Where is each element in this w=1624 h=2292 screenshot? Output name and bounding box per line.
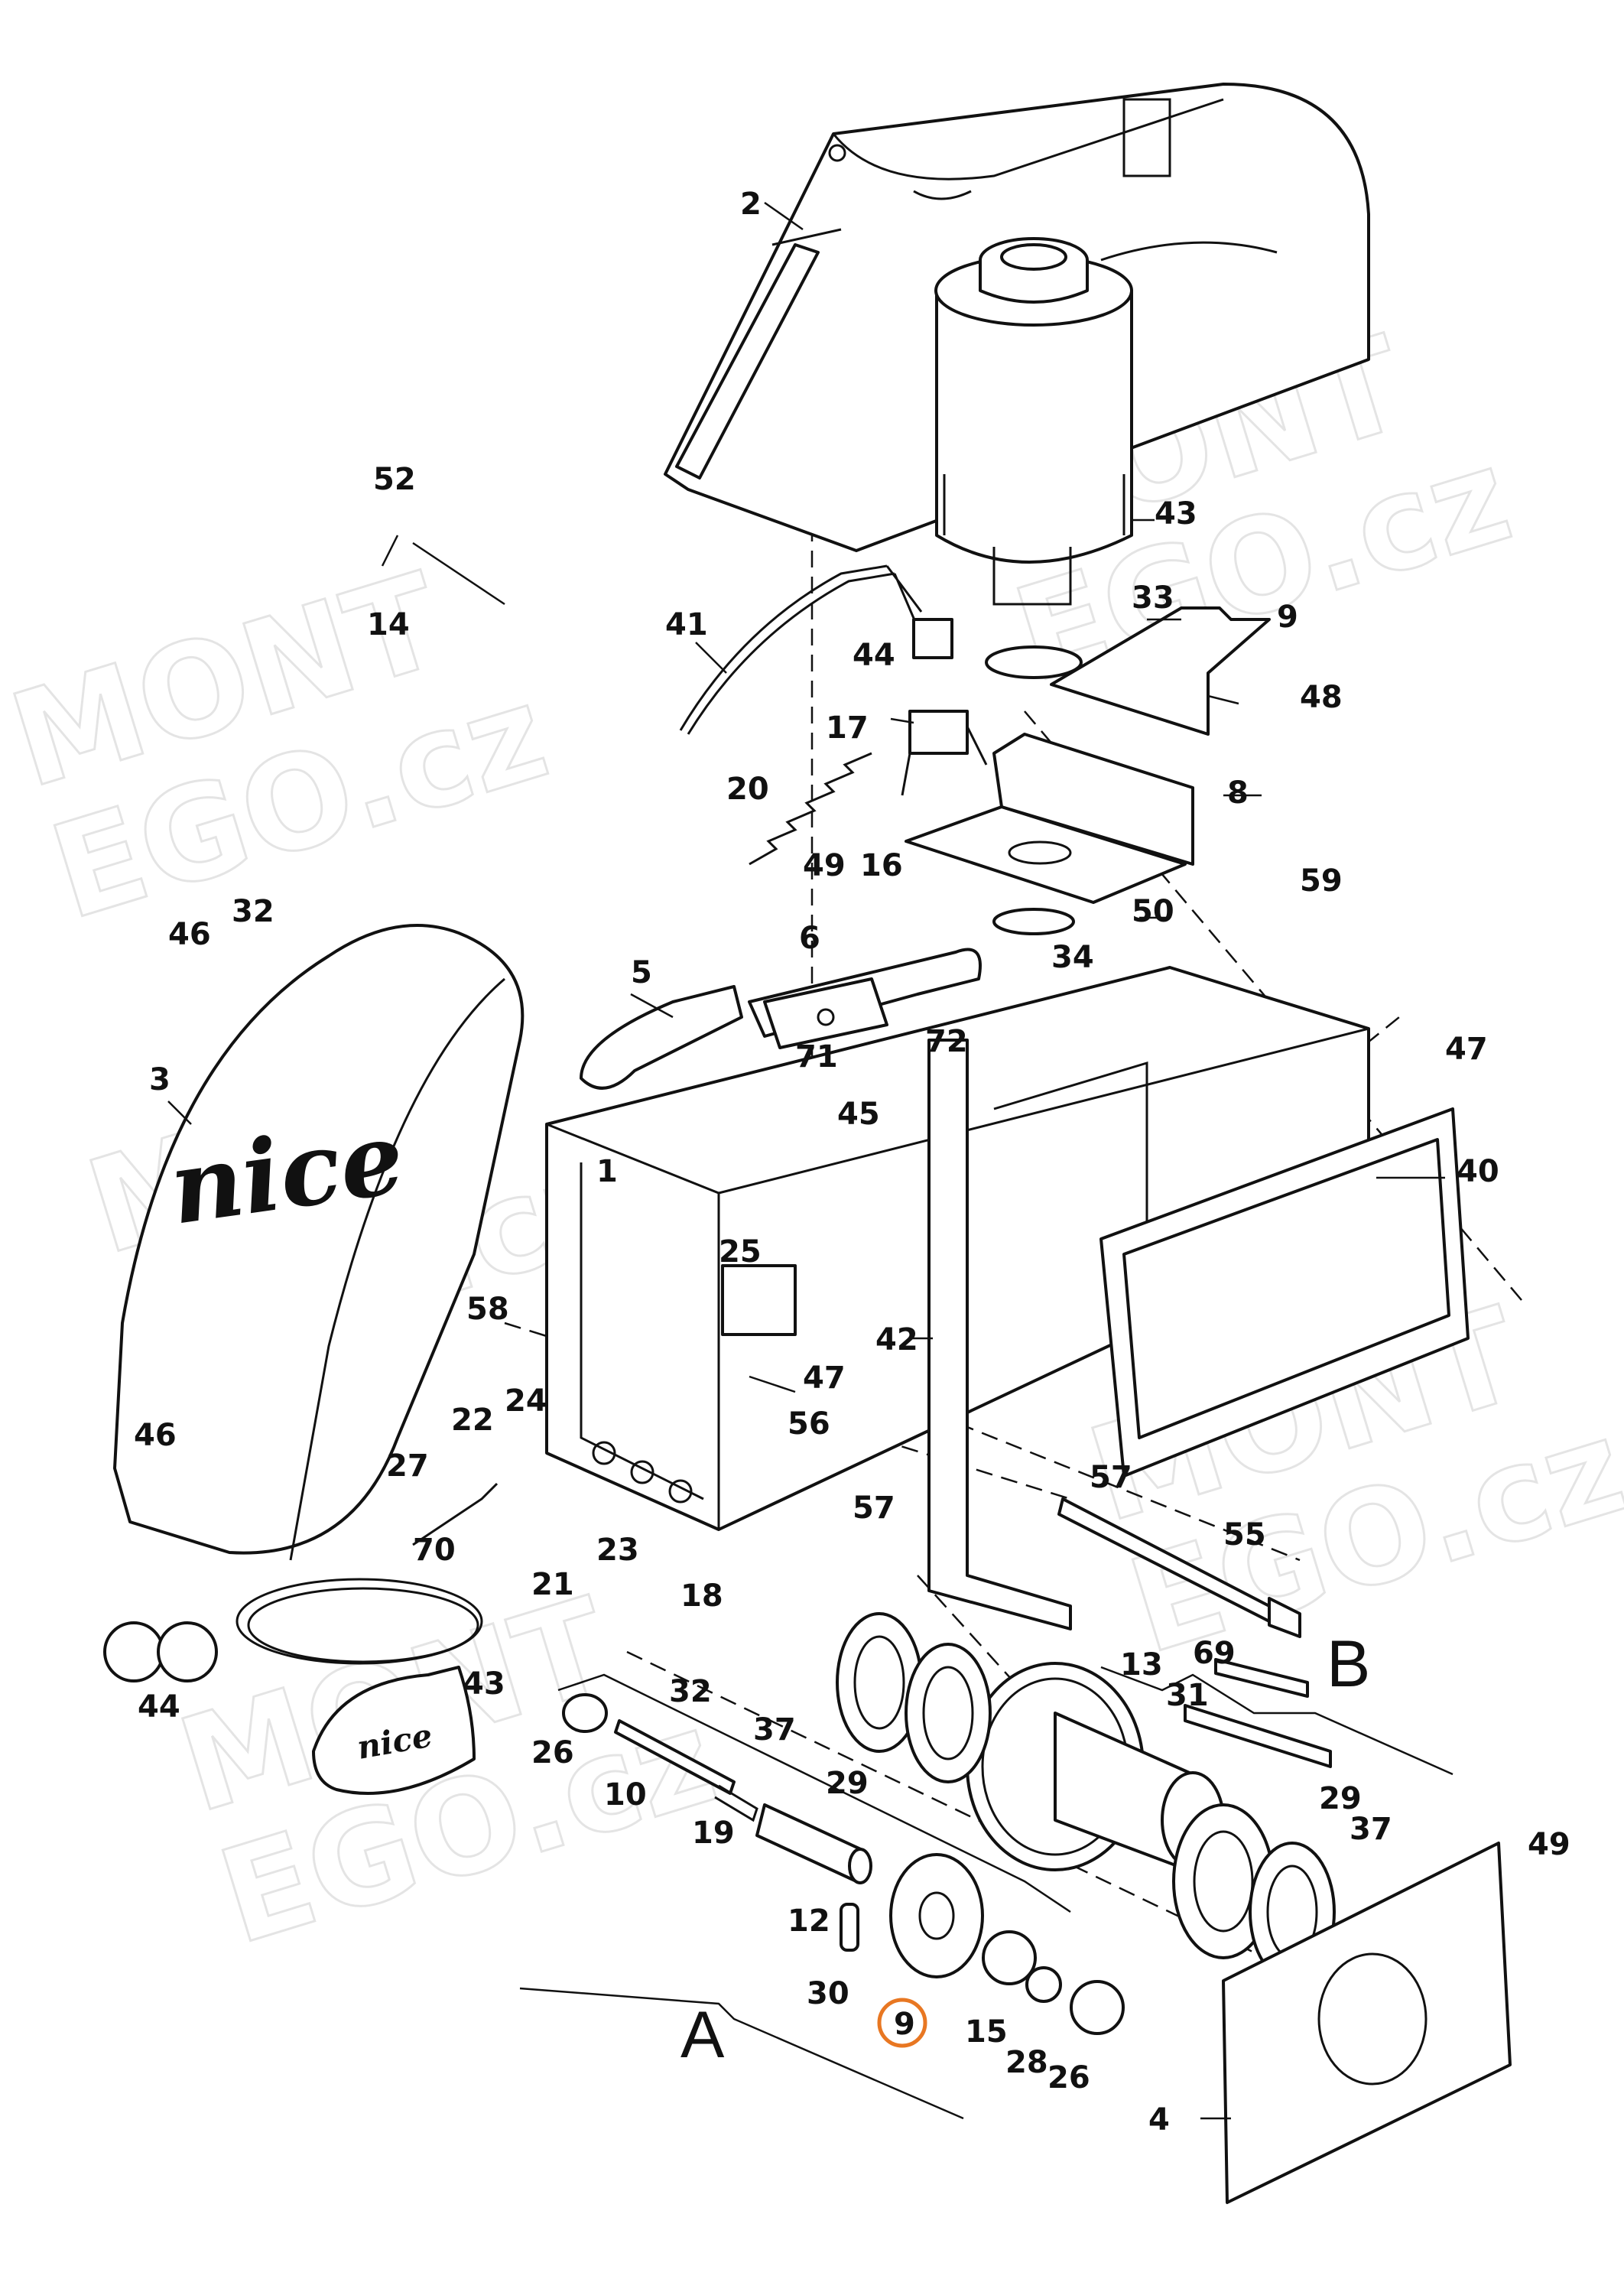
callout-40: 41 — [665, 607, 708, 642]
small-gear — [889, 1853, 984, 1978]
housing-gasket — [1099, 1107, 1470, 1478]
callout-24: 24 — [505, 1383, 547, 1419]
callout-71: 71 — [795, 1039, 838, 1074]
callout-37: 40 — [1457, 1154, 1499, 1189]
bracket-11 — [1050, 606, 1271, 736]
callout-42: 43 — [463, 1666, 505, 1702]
callout-3: 3 — [149, 1062, 171, 1097]
callout-17: 17 — [826, 710, 869, 746]
remote-card: nice — [312, 1666, 476, 1795]
callout-30: 30 — [807, 1976, 849, 2011]
tension-spring — [749, 752, 872, 866]
callout-72: 72 — [925, 1024, 968, 1059]
keys — [840, 1658, 1332, 1952]
callout-13: 13 — [1120, 1647, 1163, 1682]
long-bolt — [1057, 1497, 1301, 1638]
callout-53: 50 — [1132, 894, 1174, 929]
callout-49: 47 — [1445, 1032, 1488, 1067]
callout-25: 25 — [719, 1234, 762, 1270]
side-cover: nice — [113, 924, 525, 1561]
callout-9-highlighted[interactable]: 9 — [894, 2007, 915, 2042]
callout-6: 6 — [799, 921, 820, 956]
micro-switch — [901, 710, 988, 796]
group-label-b: B — [1327, 1627, 1370, 1701]
highlight-ring[interactable] — [877, 1998, 927, 2048]
callout-33: 33 — [1132, 580, 1174, 616]
bearing-upper — [836, 1612, 992, 1783]
callout-29: 29 — [826, 1766, 869, 1801]
motor — [934, 237, 1278, 606]
callout-19: 19 — [692, 1816, 735, 1851]
callout-4: 4 — [1148, 2102, 1170, 2138]
callout-29-b: 29 — [1319, 1781, 1362, 1816]
group-label-a: A — [680, 1998, 725, 2072]
callout-5: 5 — [631, 955, 652, 990]
motor-mount-plate — [905, 733, 1194, 904]
callout-57: 57 — [1090, 1460, 1132, 1495]
callout-2: 2 — [740, 187, 762, 222]
callout-52: 49 — [803, 848, 846, 883]
callout-55: 52 — [373, 462, 416, 497]
callout-32: 32 — [232, 894, 274, 929]
callout-31: 31 — [1166, 1678, 1209, 1713]
callout-26-b: 26 — [1047, 2060, 1090, 2095]
callout-36: 37 — [753, 1712, 796, 1747]
callout-58: 58 — [466, 1292, 509, 1327]
callout-46: 45 — [837, 1097, 880, 1132]
callout-10: 10 — [604, 1777, 647, 1812]
callout-41: 42 — [875, 1322, 918, 1357]
callout-56: 56 — [788, 1406, 830, 1442]
cover-edge-strip — [675, 243, 820, 480]
callout-52-b: 49 — [1528, 1827, 1570, 1862]
callout-50: 47 — [803, 1361, 846, 1396]
callout-57-b: 57 — [853, 1491, 895, 1526]
callout-15: 15 — [965, 2014, 1008, 2050]
leader-lines — [167, 201, 1445, 2120]
callout-27: 27 — [386, 1448, 429, 1484]
callout-20: 20 — [726, 772, 769, 807]
callout-28: 28 — [1005, 2045, 1048, 2080]
callout-14: 14 — [367, 607, 410, 642]
callout-11: 9 — [1277, 600, 1298, 635]
callout-22: 22 — [451, 1403, 494, 1438]
callout-45: 44 — [853, 638, 895, 673]
callout-70: 70 — [413, 1533, 456, 1568]
callout-21: 21 — [531, 1567, 574, 1602]
pinion-shaft — [755, 1803, 872, 1884]
spring-pin — [614, 1719, 758, 1822]
mounting-bar — [927, 1039, 1072, 1630]
lever-assembly — [580, 948, 982, 1090]
callout-1: 1 — [596, 1154, 618, 1189]
callout-44: 43 — [1155, 496, 1197, 532]
antenna-wire — [235, 1482, 499, 1665]
ball-handle — [103, 1621, 218, 1682]
o-ring-34 — [992, 908, 1075, 935]
callout-18: 18 — [680, 1578, 723, 1614]
callout-54: 55 — [1223, 1517, 1266, 1552]
callout-43: 44 — [138, 1689, 180, 1725]
callout-69: 69 — [1193, 1636, 1236, 1671]
callout-labels: 2 43 52 14 41 33 9 44 48 17 8 20 49 16 5… — [134, 187, 1570, 2138]
end-plate — [1222, 1842, 1512, 2204]
callout-26: 26 — [531, 1735, 574, 1770]
callout-48: 46 — [134, 1418, 177, 1453]
callout-23: 23 — [596, 1533, 639, 1568]
callout-47: 46 — [168, 917, 211, 952]
callout-32-b: 32 — [669, 1674, 712, 1709]
callout-16: 16 — [860, 848, 903, 883]
spacers — [562, 1693, 1125, 2035]
callout-36-b: 37 — [1350, 1812, 1392, 1847]
callout-8: 8 — [1227, 775, 1249, 811]
o-ring-33 — [985, 645, 1083, 679]
motor-cable — [679, 564, 953, 735]
callout-12: 12 — [788, 1903, 830, 1939]
callout-59: 59 — [1300, 863, 1343, 899]
callout-34: 34 — [1051, 940, 1094, 975]
callout-51: 48 — [1300, 680, 1343, 715]
